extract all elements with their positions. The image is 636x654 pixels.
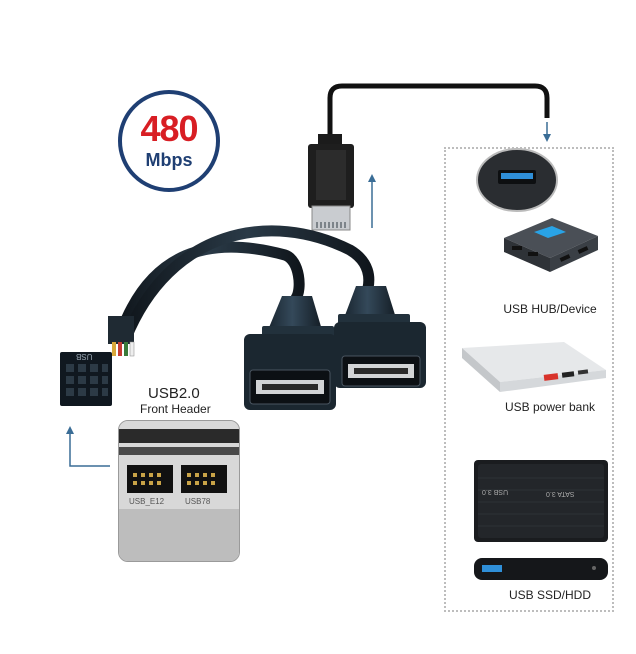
speed-unit: Mbps: [145, 150, 193, 170]
header-pin-label: USB: [76, 352, 93, 361]
ssd-text-left: USB 3.0: [482, 488, 509, 495]
power-bank-icon: [462, 342, 606, 392]
ssd-text-right: SATA 3.0: [546, 490, 575, 497]
up-arrow-icon: [66, 426, 74, 434]
motherboard-photo: USB_E12 USB78: [118, 420, 240, 562]
key-a-socket-right: [334, 286, 426, 388]
devices-panel: [444, 147, 614, 612]
usb-port-zoom: [476, 148, 558, 212]
usb2-header-connector: [60, 316, 135, 406]
up-arrow-icon: [368, 174, 376, 182]
connector-subtitle: Front Header: [140, 402, 211, 416]
key-a-socket-left: [244, 296, 336, 410]
extension-cable: [327, 83, 550, 138]
usb-hub-icon: [504, 218, 598, 272]
external-drive-icon: [474, 460, 608, 542]
speed-value: 480: [140, 108, 198, 149]
down-arrow-icon: [543, 134, 551, 142]
speed-badge: 480 Mbps: [118, 90, 220, 192]
connector-title: USB2.0: [148, 385, 200, 402]
mb-label-1: USB_E12: [129, 497, 165, 506]
key-a-plug: [308, 134, 354, 231]
ssd-side-view: [474, 558, 608, 580]
device-label-powerbank: USB power bank: [504, 400, 596, 414]
mb-label-2: USB78: [185, 497, 211, 506]
device-label-ssd: USB SSD/HDD: [508, 588, 591, 602]
device-label-hub: USB HUB/Device: [503, 302, 597, 316]
